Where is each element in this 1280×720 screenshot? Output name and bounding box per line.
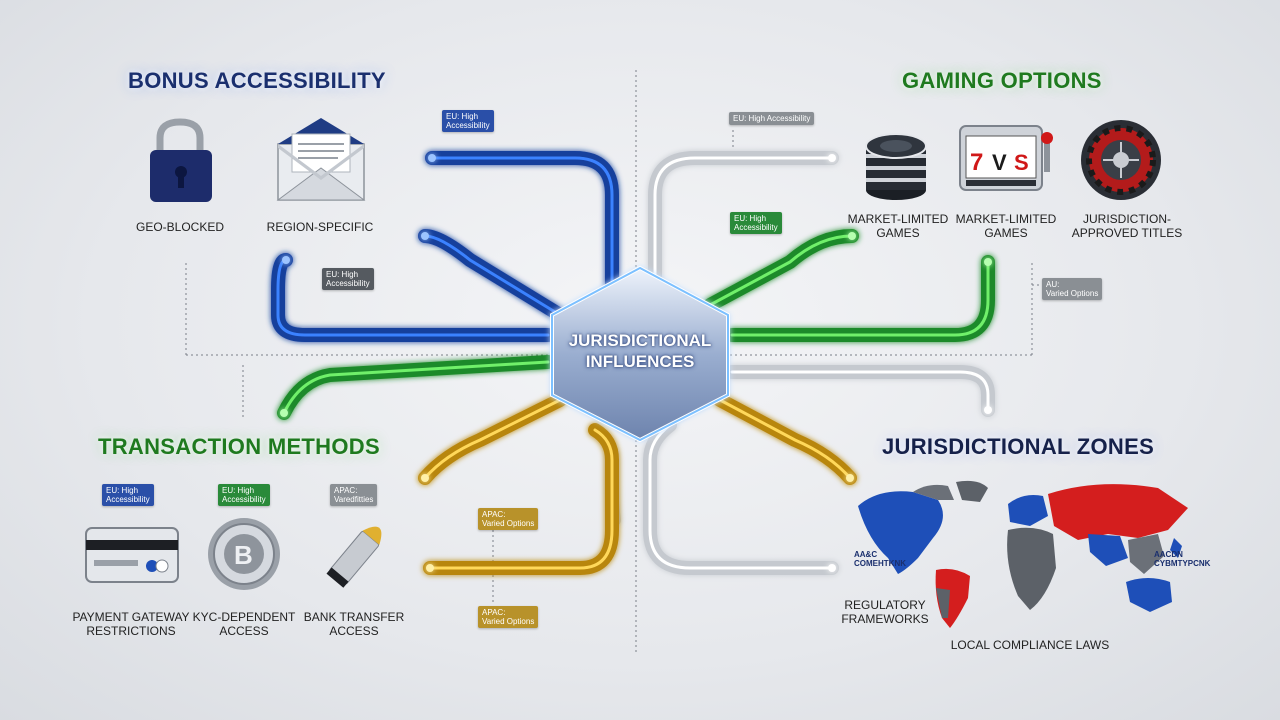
tag-apac-varedfitties: APAC: Varedfitties xyxy=(330,484,378,506)
silver-connector-2 xyxy=(725,365,995,417)
australia-shape xyxy=(1126,578,1172,612)
heading-transaction-methods: TRANSACTION METHODS xyxy=(98,434,380,459)
bullet-icon xyxy=(326,526,382,588)
tag-eu-high-accessibility-4: EU: High Accessibility xyxy=(730,212,782,234)
tag-au-varied-options: AU: Varied Options xyxy=(1042,278,1103,300)
tag-eu-high-accessibility-2: EU: High Accessibility xyxy=(729,112,815,125)
tag-eu-high-accessibility-5: EU: High Accessibility xyxy=(102,484,154,506)
center-title-line1: JURISDICTIONAL xyxy=(568,331,712,350)
world-map xyxy=(858,480,1188,628)
label-line: KYC-DEPENDENT xyxy=(192,610,296,624)
label-line: FRAMEWORKS xyxy=(841,612,929,626)
map-tag-right: AACDN CYBMTYPCNK xyxy=(1154,550,1211,568)
center-title: JURISDICTIONAL INFLUENCES xyxy=(548,330,732,372)
tag-apac-varied-options-1: APAC: Varied Options xyxy=(478,508,539,530)
center-hexagon xyxy=(550,265,730,443)
label-geo-blocked: GEO-BLOCKED xyxy=(135,220,225,234)
svg-text:S: S xyxy=(1014,150,1029,175)
slot-machine-icon: 7 V S xyxy=(959,125,1053,191)
blue-connector-3 xyxy=(271,253,555,342)
europe-shape xyxy=(1008,495,1048,526)
label-market-limited-games-1: MARKET-LIMITED GAMES xyxy=(838,212,958,240)
tag-eu-high-accessibility-6: EU: High Accessibility xyxy=(218,484,270,506)
lock-icon xyxy=(150,118,212,202)
heading-jurisdictional-zones: JURISDICTIONAL ZONES xyxy=(882,434,1155,459)
label-line: BANK TRANSFER xyxy=(303,610,405,624)
label-market-limited-games-2: MARKET-LIMITED GAMES xyxy=(946,212,1066,240)
heading-bonus-accessibility: BONUS ACCESSIBILITY xyxy=(128,68,386,93)
poker-chips-icon xyxy=(865,133,927,200)
heading-gaming-options: GAMING OPTIONS xyxy=(902,68,1102,93)
credit-card-icon xyxy=(85,527,179,583)
label-payment-gateway-restrictions: PAYMENT GATEWAY RESTRICTIONS xyxy=(66,610,196,638)
label-region-specific: REGION-SPECIFIC xyxy=(266,220,374,234)
tag-apac-varied-options-2: APAC: Varied Options xyxy=(478,606,539,628)
label-line: MARKET-LIMITED xyxy=(955,212,1057,226)
endpoint-dots xyxy=(280,154,992,572)
label-local-compliance-laws: LOCAL COMPLIANCE LAWS xyxy=(950,638,1110,652)
label-line: GAMES xyxy=(984,226,1028,240)
label-line: REGULATORY xyxy=(844,598,926,612)
svg-text:V: V xyxy=(992,150,1007,175)
label-line: JURISDICTION- xyxy=(1083,212,1171,226)
roulette-icon xyxy=(1081,120,1161,200)
label-line: GAMES xyxy=(876,226,920,240)
asia-shape xyxy=(1048,484,1188,540)
greenland-shape xyxy=(956,480,988,502)
tag-eu-high-accessibility-3: EU: High Accessibility xyxy=(322,268,374,290)
bitcoin-coin-icon: B xyxy=(208,518,280,590)
svg-text:B: B xyxy=(234,540,253,570)
tag-eu-high-accessibility-1: EU: High Accessibility xyxy=(442,110,494,132)
label-line: PAYMENT GATEWAY xyxy=(72,610,190,624)
svg-text:7: 7 xyxy=(970,149,983,176)
envelope-icon xyxy=(276,118,366,201)
silver-connectors xyxy=(606,151,995,575)
center-title-line2: INFLUENCES xyxy=(585,352,695,371)
green-connectors xyxy=(277,229,995,420)
africa-shape xyxy=(1007,527,1056,610)
label-line: RESTRICTIONS xyxy=(86,624,176,638)
label-line: ACCESS xyxy=(219,624,269,638)
label-regulatory-frameworks: REGULATORY FRAMEWORKS xyxy=(830,598,940,626)
label-jurisdiction-approved-titles: JURISDICTION- APPROVED TITLES xyxy=(1062,212,1192,240)
north-america-shape xyxy=(858,491,943,574)
map-tag-left: AA&C COMEHTKNK xyxy=(854,550,906,568)
label-line: APPROVED TITLES xyxy=(1071,226,1183,240)
label-kyc-dependent-access: KYC-DEPENDENT ACCESS xyxy=(184,610,304,638)
label-bank-transfer-access: BANK TRANSFER ACCESS xyxy=(294,610,414,638)
label-line: ACCESS xyxy=(329,624,379,638)
label-line: MARKET-LIMITED xyxy=(847,212,949,226)
gold-connectors xyxy=(418,393,857,575)
